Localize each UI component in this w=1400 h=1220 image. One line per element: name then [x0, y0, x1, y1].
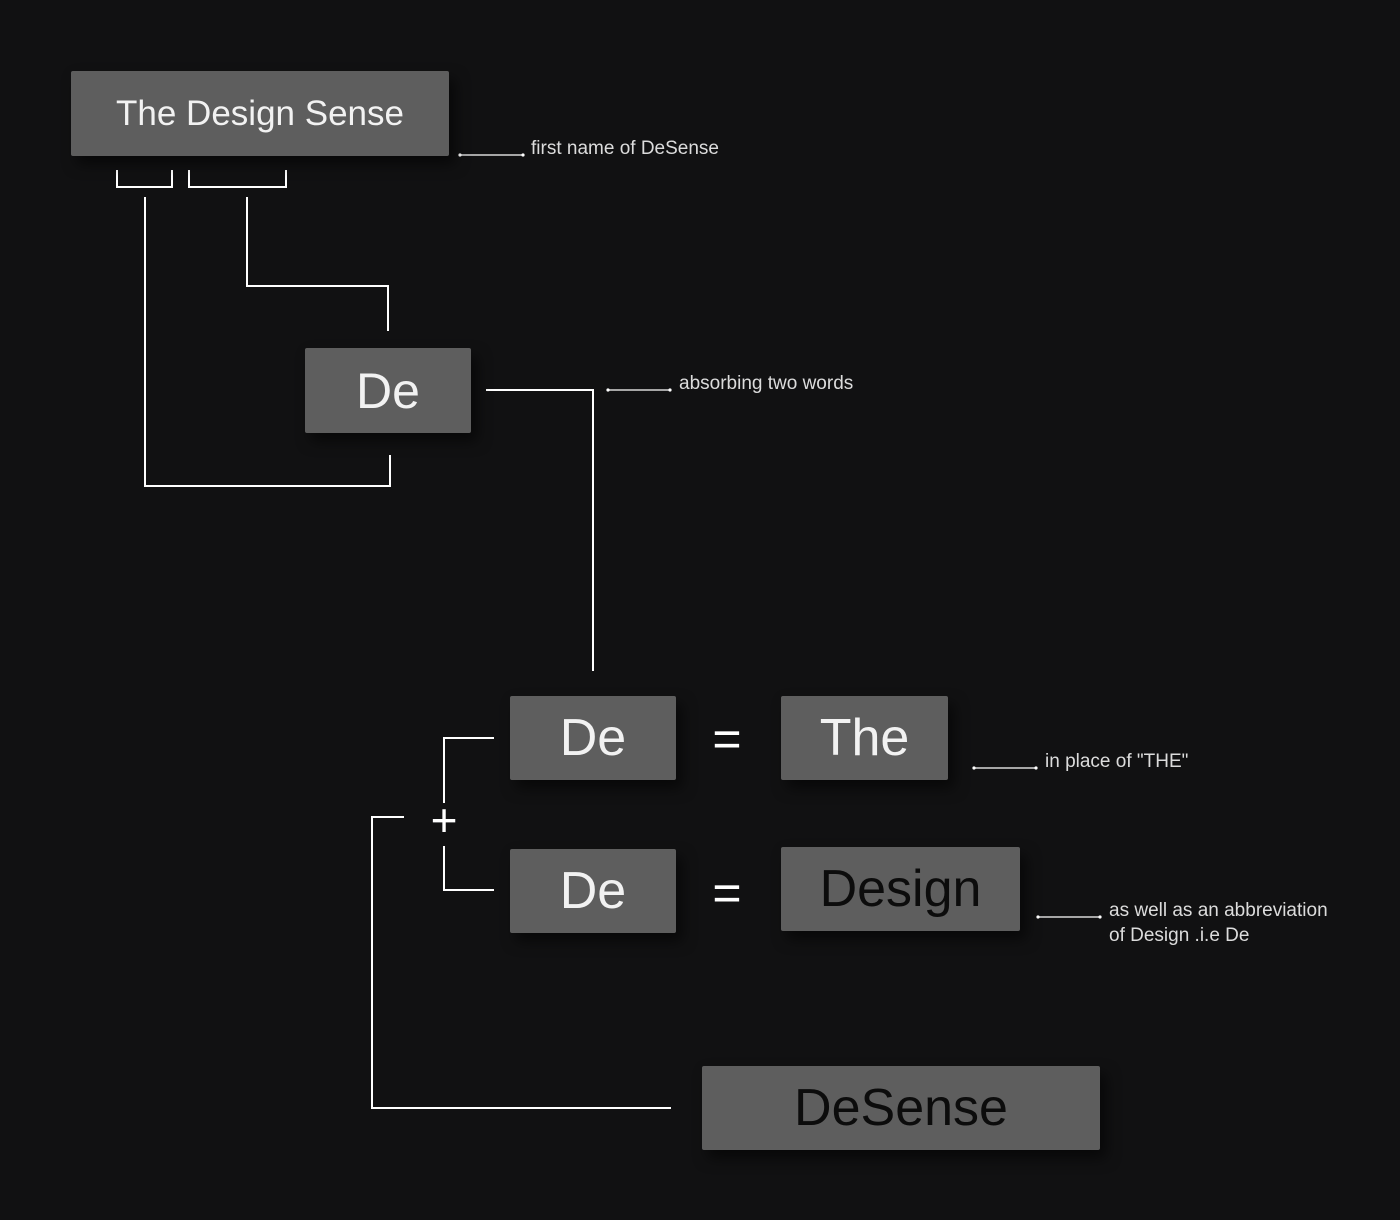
- box-the-label: The: [819, 709, 910, 767]
- connector-the-to-de: [144, 197, 391, 487]
- box-the-design-sense: The Design Sense: [71, 71, 449, 156]
- box-the: The: [781, 696, 948, 780]
- equals-sign-the: =: [712, 711, 742, 767]
- leader-abbreviation: [1036, 915, 1102, 919]
- box-de-design-label: De: [559, 862, 627, 920]
- box-design: Design: [781, 847, 1020, 931]
- box-the-design-sense-label: The Design Sense: [116, 93, 404, 133]
- box-de-absorbed: De: [305, 348, 471, 433]
- annotation-in-place-of: in place of "THE": [1045, 751, 1189, 772]
- connector-de-down: [486, 389, 594, 671]
- connector-to-desense: [371, 816, 671, 1109]
- box-de-design: De: [510, 849, 676, 933]
- annotation-first-name: first name of DeSense: [531, 138, 719, 159]
- leader-absorbing: [606, 388, 672, 392]
- plus-sign: +: [430, 794, 458, 846]
- box-de-absorbed-label: De: [356, 362, 420, 419]
- bracket-design: [188, 170, 287, 188]
- annotation-absorbing: absorbing two words: [679, 373, 854, 394]
- connector-design-to-de: [246, 197, 389, 331]
- box-de-the-label: De: [559, 709, 627, 767]
- annotation-abbreviation-line2: of Design .i.e De: [1109, 925, 1250, 946]
- box-desense: DeSense: [702, 1066, 1100, 1150]
- equals-sign-design: =: [712, 865, 742, 921]
- box-de-the: De: [510, 696, 676, 780]
- annotation-abbreviation: as well as an abbreviation of Design .i.…: [1109, 898, 1328, 948]
- box-design-label: Design: [819, 860, 982, 918]
- connector-plus-bottom: [443, 846, 494, 891]
- leader-in-place-of: [972, 766, 1038, 770]
- annotation-abbreviation-line1: as well as an abbreviation: [1109, 900, 1328, 921]
- box-desense-label: DeSense: [794, 1079, 1008, 1137]
- leader-first-name: [458, 153, 525, 157]
- bracket-the: [116, 170, 173, 188]
- connector-plus-top: [443, 737, 494, 803]
